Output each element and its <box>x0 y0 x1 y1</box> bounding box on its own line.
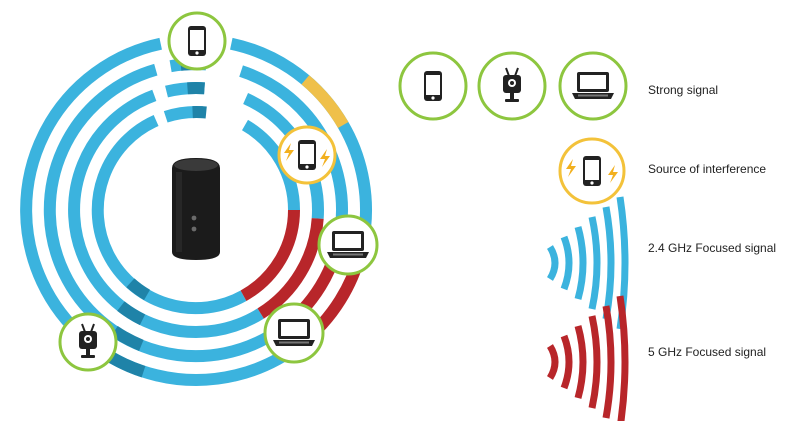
legend-strong-laptop <box>558 51 628 121</box>
legend-5ghz-label: 5 GHz Focused signal <box>648 345 767 359</box>
device-phone-interference <box>277 125 337 185</box>
ring-4-5ghz-segment <box>240 209 300 301</box>
legend-interference-label: Source of interference <box>648 162 767 176</box>
router-icon <box>172 158 220 260</box>
legend-24ghz-wave-icon <box>546 196 629 330</box>
ring-4-segment <box>91 115 247 315</box>
wave5-arc <box>602 305 615 419</box>
device-laptop-right <box>317 214 379 276</box>
wave5-arc <box>616 295 629 421</box>
device-phone-top <box>167 11 227 71</box>
wave5-arc <box>546 344 559 380</box>
wave5-arc <box>560 334 573 390</box>
wave5-arc <box>574 325 587 399</box>
ring-2-accent <box>111 325 144 351</box>
ring-3-5ghz-segment <box>257 217 324 319</box>
ring-3-segment <box>68 89 264 338</box>
legend-24ghz-label: 2.4 GHz Focused signal <box>648 241 777 255</box>
legend-strong-camera <box>477 51 547 121</box>
ring-2-segment <box>43 63 284 363</box>
ring-4-accent <box>126 278 151 301</box>
wave24-arc <box>546 245 559 281</box>
wave24-arc <box>602 206 615 320</box>
ring-1-interference-segment <box>301 75 349 129</box>
legend-5ghz-wave-icon <box>546 295 629 421</box>
legend-strong-signal-label: Strong signal <box>648 83 719 97</box>
wave24-arc <box>574 226 587 300</box>
legend-interference-icon <box>558 137 626 205</box>
ring-1-accent <box>107 351 146 378</box>
legend-strong-phone <box>398 51 468 121</box>
wave24-arc <box>588 216 601 310</box>
device-camera-left <box>58 312 118 372</box>
ring-3-accent <box>117 301 146 326</box>
ring-1-segment <box>20 37 305 386</box>
wave5-arc <box>588 315 601 409</box>
wave24-arc <box>560 235 573 291</box>
device-laptop-bottom <box>263 302 325 364</box>
